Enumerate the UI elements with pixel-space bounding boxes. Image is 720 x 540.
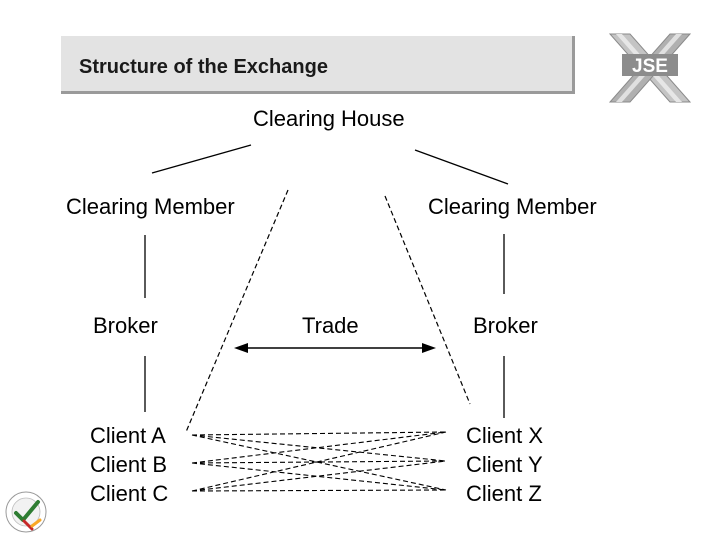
slide-title: Structure of the Exchange <box>79 56 328 78</box>
broker-left-label: Broker <box>93 313 158 338</box>
dashed-line-member-to-client-a <box>185 189 289 433</box>
client-x-label: Client X <box>466 423 544 448</box>
client-z-label: Client Z <box>466 481 542 506</box>
clients-left-list: Client A Client B Client C <box>90 421 168 508</box>
client-b-label: Client B <box>90 452 168 477</box>
logo-text: JSE <box>632 56 668 77</box>
clearing-house-label: Clearing House <box>253 106 405 131</box>
client-c-label: Client C <box>90 481 169 506</box>
client-trade-lines <box>191 431 447 492</box>
clients-right-list: Client X Client Y Client Z <box>466 421 543 508</box>
line-house-to-member-left <box>151 144 252 174</box>
line-house-to-member-right <box>414 149 509 185</box>
broker-right-label: Broker <box>473 313 538 338</box>
client-a-label: Client A <box>90 423 166 448</box>
dashed-line-member-to-client-x <box>384 195 471 405</box>
trade-arrow-left-head <box>234 343 248 353</box>
trade-arrow-right-head <box>422 343 436 353</box>
clearing-member-right-label: Clearing Member <box>428 194 597 219</box>
jse-logo: JSE <box>608 33 692 103</box>
slide-title-bar: Structure of the Exchange <box>61 36 575 94</box>
client-y-label: Client Y <box>466 452 543 477</box>
seal-badge-icon <box>5 491 47 533</box>
clearing-member-left-label: Clearing Member <box>66 194 235 219</box>
trade-label: Trade <box>302 313 359 338</box>
